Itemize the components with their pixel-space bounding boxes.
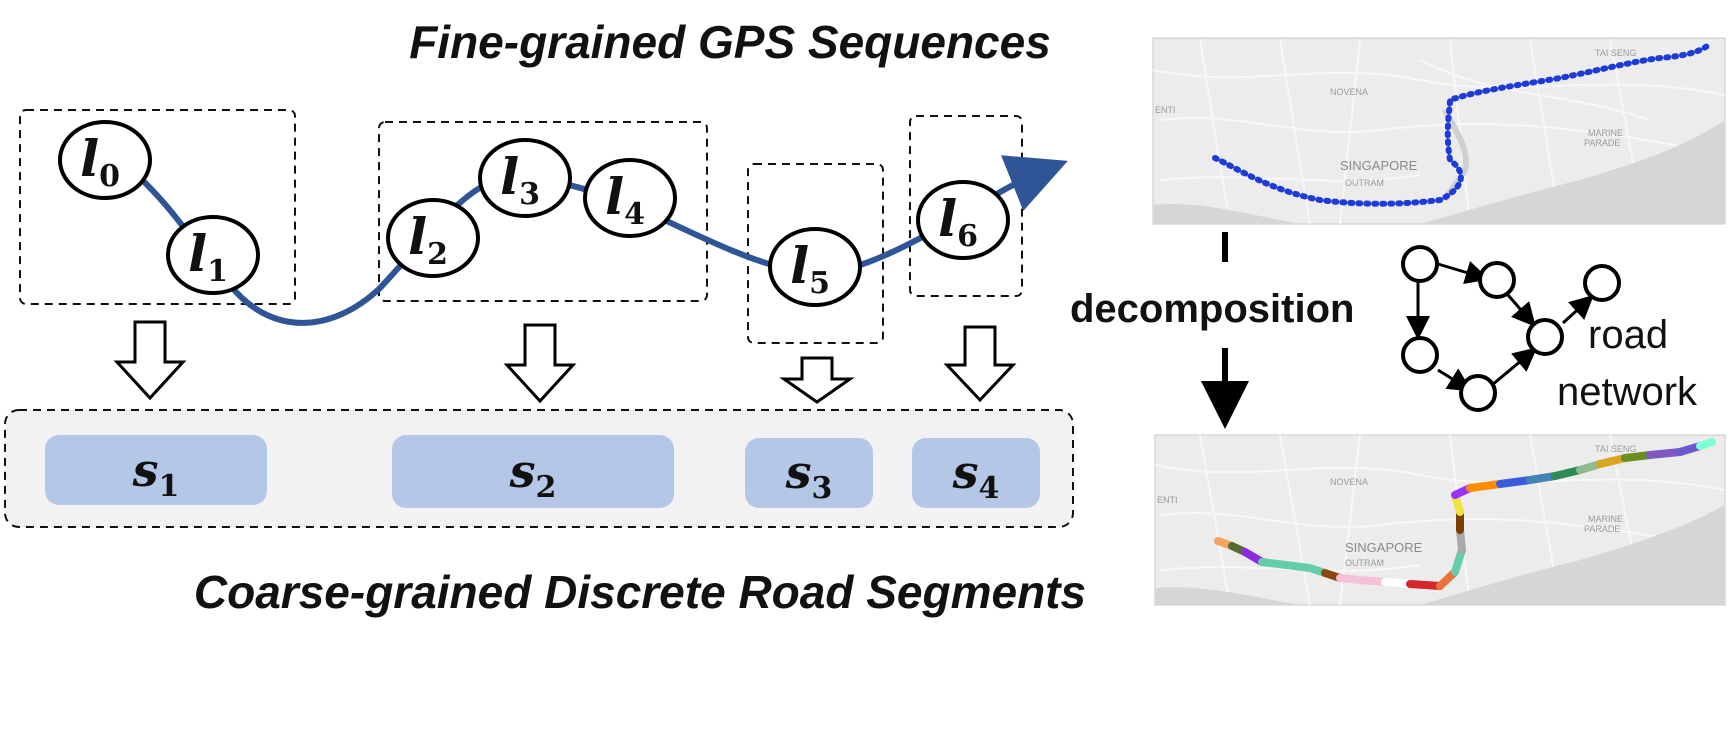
gps-point-l2-main: l [408, 207, 427, 266]
road-node-4 [1526, 318, 1564, 356]
svg-text:l3: l3 [500, 147, 540, 212]
gps-point-l0-main: l [80, 129, 99, 188]
gps-point-l6-main: l [938, 189, 957, 248]
bottom-title: Coarse-grained Discrete Road Segments [194, 566, 1086, 618]
map-top-label-novena: NOVENA [1330, 87, 1368, 97]
group-box-1 [19, 109, 296, 305]
gps-point-l4: l4 [583, 158, 677, 238]
down-arrow-4 [943, 325, 1017, 403]
segment-s1-main: s [132, 443, 159, 497]
map-top-label-parade: PARADE [1584, 138, 1620, 148]
map-top-label-enti: ENTI [1155, 105, 1176, 115]
segment-s4-sub: 4 [979, 471, 1000, 506]
map-top: TAI SENG NOVENA ENTI OUTRAM MARINE PARAD… [1152, 37, 1726, 225]
svg-text:l0: l0 [80, 129, 120, 194]
map-bottom-label-outram: OUTRAM [1345, 558, 1384, 568]
gps-point-l5-main: l [790, 236, 809, 295]
group-box-2 [378, 121, 708, 302]
gps-point-l5: l5 [768, 227, 862, 307]
gps-point-l2: l2 [386, 198, 480, 278]
road-node-5 [1459, 374, 1497, 412]
map-bottom-label-marine: MARINE [1588, 514, 1623, 524]
map-top-label-marine: MARINE [1588, 128, 1623, 138]
group-box-4 [909, 115, 1023, 297]
svg-text:l6: l6 [938, 189, 978, 254]
map-top-label-outram: OUTRAM [1345, 178, 1384, 188]
segment-s4-main: s [952, 445, 979, 499]
gps-point-l1-main: l [188, 224, 207, 283]
segment-s3: s3 [745, 438, 873, 508]
map-bottom-label-novena: NOVENA [1330, 477, 1368, 487]
road-network-label-line1: road [1588, 313, 1668, 357]
road-network-graph [1401, 245, 1621, 412]
segment-s2-sub: 2 [536, 470, 557, 505]
road-node-1 [1401, 245, 1439, 283]
segment-s4: s4 [912, 438, 1040, 508]
segment-s1: s1 [45, 435, 267, 505]
map-top-gps-trajectory [1212, 41, 1713, 207]
svg-text:s1: s1 [132, 443, 180, 504]
segment-s2-main: s [509, 444, 536, 498]
gps-point-l6-sub: 6 [957, 219, 978, 254]
down-arrow-1 [113, 320, 187, 401]
svg-text:l4: l4 [605, 167, 645, 232]
top-title: Fine-grained GPS Sequences [409, 16, 1051, 68]
trajectory-path [117, 155, 1068, 326]
segment-s2: s2 [392, 435, 674, 508]
gps-point-l2-sub: 2 [427, 237, 448, 272]
gps-point-l3-sub: 3 [519, 177, 540, 212]
svg-text:s3: s3 [785, 445, 833, 506]
gps-point-l3: l3 [478, 138, 572, 218]
segment-s3-main: s [785, 445, 812, 499]
gps-point-l4-sub: 4 [624, 197, 645, 232]
decomposition-label: decomposition [1070, 287, 1354, 331]
gps-point-l4-main: l [605, 167, 624, 226]
svg-text:s4: s4 [952, 445, 1000, 506]
down-arrow-3 [779, 356, 855, 404]
map-top-city: SINGAPORE [1340, 158, 1418, 173]
gps-point-l3-main: l [500, 147, 519, 206]
gps-point-l1: l1 [166, 215, 260, 295]
gps-point-l0-sub: 0 [99, 159, 120, 194]
map-bottom-label-enti: ENTI [1157, 495, 1178, 505]
segment-s1-sub: 1 [159, 469, 180, 504]
svg-text:l5: l5 [790, 236, 830, 301]
map-bottom-label-taiseng: TAI SENG [1595, 444, 1636, 454]
road-node-6 [1583, 264, 1621, 302]
down-arrow-2 [503, 323, 577, 404]
map-bottom-road-segments [1214, 438, 1716, 590]
road-network-label-line2: network [1557, 370, 1698, 414]
svg-text:l2: l2 [408, 207, 448, 272]
road-node-2 [1478, 261, 1516, 299]
map-top-label-taiseng: TAI SENG [1595, 48, 1636, 58]
gps-point-l1-sub: 1 [207, 254, 228, 289]
road-node-3 [1401, 336, 1439, 374]
map-bottom: TAI SENG NOVENA ENTI OUTRAM MARINE PARAD… [1154, 434, 1726, 606]
svg-text:l1: l1 [188, 224, 228, 289]
map-bottom-city: SINGAPORE [1345, 540, 1423, 555]
svg-text:s2: s2 [509, 444, 557, 505]
map-bottom-label-parade: PARADE [1584, 524, 1620, 534]
gps-point-l0: l0 [58, 120, 152, 200]
gps-point-l6: l6 [916, 180, 1010, 260]
segment-s3-sub: 3 [812, 471, 833, 506]
gps-point-l5-sub: 5 [809, 266, 830, 301]
